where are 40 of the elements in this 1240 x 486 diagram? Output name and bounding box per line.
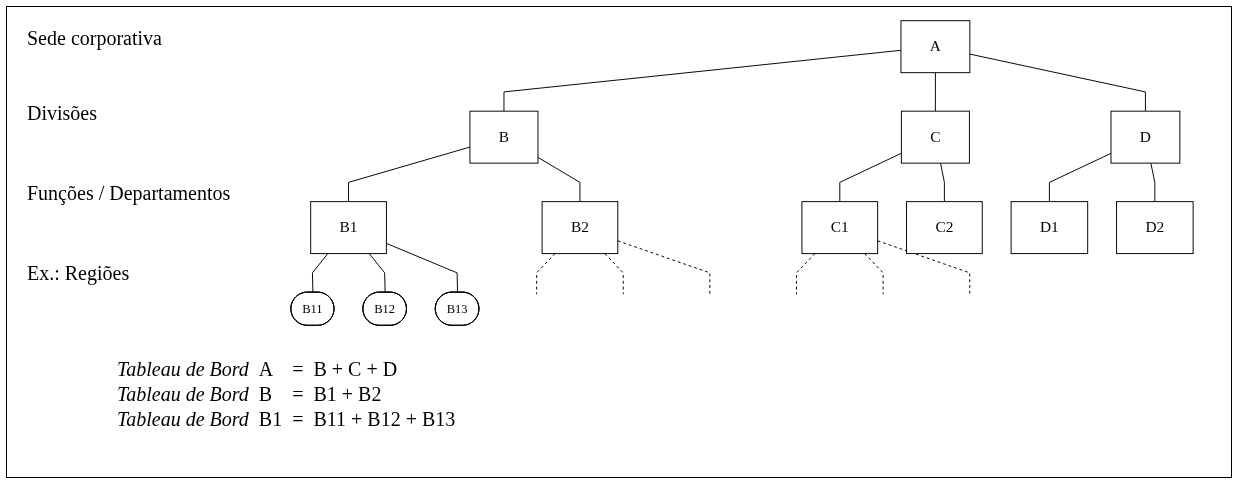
formula-term: Tableau de Bord <box>117 357 259 382</box>
connector <box>1150 162 1156 203</box>
connector <box>537 156 581 203</box>
node-box: D2 <box>1116 201 1194 255</box>
connector <box>368 253 386 294</box>
node-box: B <box>469 110 539 164</box>
formula-text: B1 + B2 <box>313 382 383 407</box>
connector <box>503 49 902 112</box>
level-label: Funções / Departamentos <box>27 182 231 205</box>
formula-text: B + C + D <box>313 357 399 382</box>
connector <box>617 240 711 295</box>
node-box: B1 <box>310 201 387 255</box>
connector <box>311 253 329 294</box>
connector <box>877 240 971 295</box>
connector <box>839 152 902 203</box>
formula-text: = <box>292 382 305 407</box>
node-box: C <box>900 110 970 164</box>
formula-text: A <box>258 357 275 382</box>
formula-term: Tableau de Bord <box>117 382 259 407</box>
level-label: Ex.: Regiões <box>27 262 130 285</box>
level-label: Sede corporativa <box>27 27 162 50</box>
formula-text: B11 + B12 + B13 <box>313 407 457 432</box>
formula-text: = <box>292 407 305 432</box>
level-label: Divisões <box>27 102 97 125</box>
node-box: C2 <box>906 201 983 255</box>
connector <box>934 72 936 112</box>
connector <box>969 53 1146 112</box>
node-box: C1 <box>801 201 879 255</box>
node-box: D <box>1110 110 1181 164</box>
formula-term: Tableau de Bord <box>117 407 259 432</box>
connector <box>348 146 471 203</box>
connector <box>940 162 945 203</box>
node-box: D1 <box>1010 201 1089 255</box>
connector <box>385 242 459 294</box>
connector <box>1048 152 1112 203</box>
formula-text: B <box>258 382 274 407</box>
formula-text: B1 <box>258 407 284 432</box>
node-box: B2 <box>541 201 619 255</box>
formula-text: = <box>292 357 305 382</box>
node-box: A <box>900 20 971 74</box>
